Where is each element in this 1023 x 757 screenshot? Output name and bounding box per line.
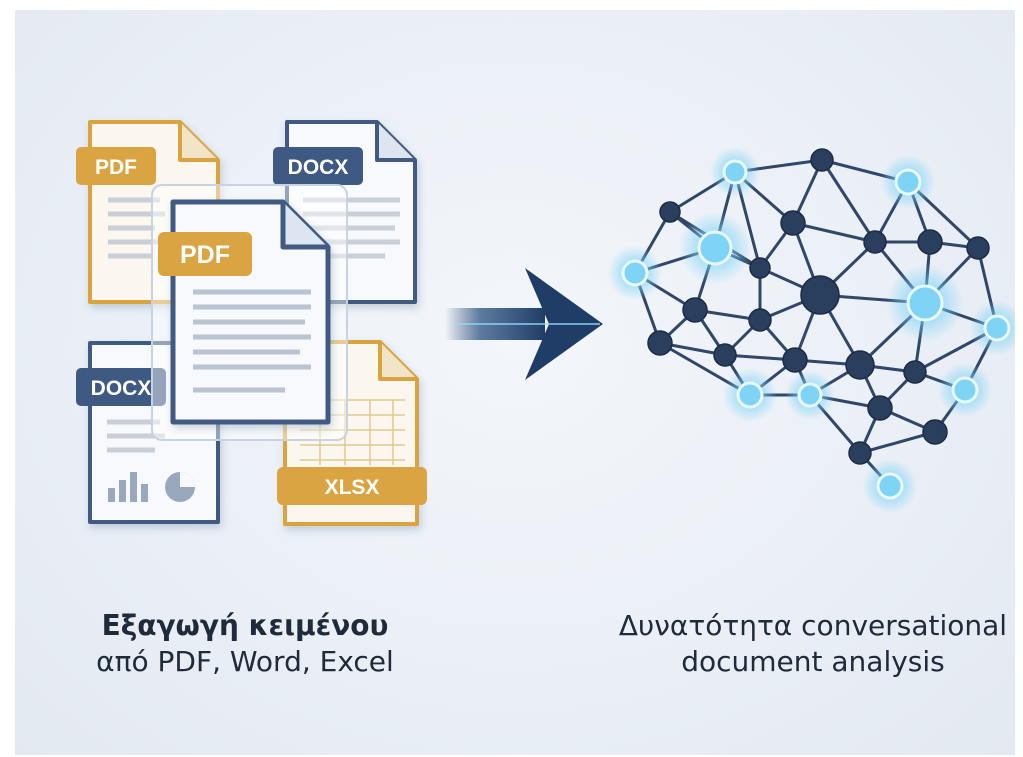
network-node xyxy=(848,441,872,465)
network-node xyxy=(867,395,893,421)
docx-tag-back: DOCX xyxy=(273,147,363,185)
caption-right-line1: Δυνατότητα conversational xyxy=(618,609,1008,642)
network-node xyxy=(722,159,748,185)
network-node xyxy=(876,472,904,500)
network-node xyxy=(983,314,1011,342)
arrow-right-icon xyxy=(445,268,603,380)
network-node xyxy=(800,275,840,315)
network-node xyxy=(736,381,764,409)
network-node xyxy=(797,382,823,408)
network-node xyxy=(906,284,944,322)
network-edge xyxy=(791,221,877,244)
network-node xyxy=(749,257,771,279)
docx-tag-bottom-label: DOCX xyxy=(91,377,152,400)
network-node xyxy=(863,230,887,254)
caption-left-title: Εξαγωγή κειμένου xyxy=(101,609,389,642)
network-node xyxy=(903,360,927,384)
pdf-tag-back: PDF xyxy=(76,147,156,185)
docx-tag-back-label: DOCX xyxy=(288,156,349,179)
network-edge xyxy=(820,158,877,244)
xlsx-tag: XLSX xyxy=(277,467,427,505)
pdf-tag-front: PDF xyxy=(158,232,252,276)
network-node xyxy=(782,347,808,373)
network-node xyxy=(922,419,948,445)
network-node xyxy=(647,330,673,356)
caption-text-extraction: Εξαγωγή κειμένου από PDF, Word, Excel xyxy=(55,608,435,680)
network-node xyxy=(780,210,806,236)
network-node xyxy=(697,230,733,266)
caption-left-subtitle: από PDF, Word, Excel xyxy=(96,645,394,678)
network-node xyxy=(966,236,990,260)
diagram-canvas: PDF DOCX XLSX xyxy=(15,10,1015,755)
diagram-graphic: PDF DOCX XLSX xyxy=(76,120,1015,526)
network-edge xyxy=(858,430,937,455)
neural-network-brain xyxy=(607,146,1015,514)
network-node xyxy=(621,259,649,287)
pdf-tag-back-label: PDF xyxy=(95,156,137,179)
network-node xyxy=(917,229,943,255)
network-node xyxy=(713,343,737,367)
network-node xyxy=(682,297,708,323)
pdf-tag-front-label: PDF xyxy=(180,241,230,269)
caption-right-line2: document analysis xyxy=(681,645,945,678)
pie-chart-icon xyxy=(165,472,195,502)
docx-tag-bottom: DOCX xyxy=(76,368,166,406)
network-node xyxy=(894,168,922,196)
bar-chart-icon xyxy=(108,472,148,502)
network-node xyxy=(951,376,979,404)
xlsx-tag-label: XLSX xyxy=(325,476,380,499)
caption-conversational-analysis: Δυνατότητα conversational document analy… xyxy=(593,608,1015,680)
network-node xyxy=(748,308,772,332)
spreadsheet-grid xyxy=(300,399,405,465)
network-node xyxy=(810,148,834,172)
network-node xyxy=(845,350,875,380)
network-node xyxy=(659,201,681,223)
